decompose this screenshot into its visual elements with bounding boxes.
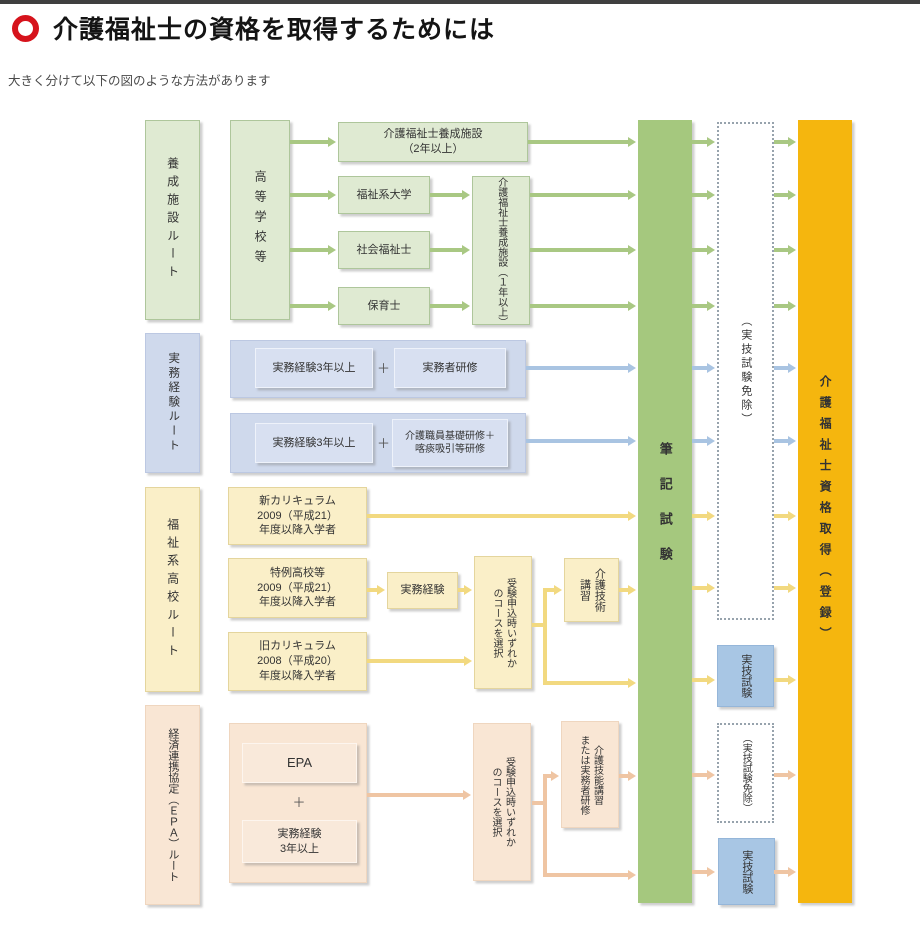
- flow-arrow: [290, 137, 336, 147]
- flow-arrow: [774, 301, 796, 311]
- section-marker-icon: [12, 14, 39, 42]
- box-social-worker: 社会福祉士: [338, 231, 430, 269]
- flow-arrow: [430, 245, 470, 255]
- box-practical-exempt-top: （実技試験免除）: [717, 122, 774, 620]
- flow-arrow: [290, 190, 336, 200]
- box-practical-exam-2: 実技試験: [718, 838, 775, 905]
- flow-arrow: [290, 245, 336, 255]
- plus-sign-2: ＋: [376, 436, 390, 451]
- page-title: 介護福祉士の資格を取得するためには: [53, 16, 496, 44]
- flow-arrow: [367, 585, 385, 595]
- flow-arrow: [774, 190, 796, 200]
- box-tokurei-highschool: 特例高校等 2009（平成21） 年度以降入学者: [228, 558, 367, 618]
- box-training-facility-2y: 介護福祉士養成施設 （2年以上）: [338, 122, 528, 162]
- flow-arrow: [619, 771, 636, 781]
- flow-arrow: [619, 585, 636, 595]
- flow-arrow: [528, 137, 636, 147]
- box-old-curriculum: 旧カリキュラム 2008（平成20） 年度以降入学者: [228, 632, 367, 691]
- bar-qualification: 介護福祉士資格取得（登録）: [798, 120, 852, 903]
- box-course-select-epa: 受験申込時いずれか のコースを選択: [473, 723, 531, 881]
- box-work-experience: 実務経験: [387, 572, 458, 609]
- flow-arrow: [774, 436, 796, 446]
- flow-arrow: [692, 190, 715, 200]
- box-basic-training: 介護職員基礎研修＋ 喀痰吸引等研修: [392, 419, 508, 467]
- box-work-exp-3y-1: 実務経験3年以上: [255, 348, 373, 388]
- box-new-curriculum: 新カリキュラム 2009（平成21） 年度以降入学者: [228, 487, 367, 545]
- box-epa: EPA: [242, 743, 357, 783]
- label-jitsumu-route: 実務経験ルート: [145, 333, 200, 473]
- flow-arrow: [290, 301, 336, 311]
- page-header: 介護福祉士の資格を取得するためには: [12, 10, 495, 46]
- flow-arrow: [774, 675, 796, 685]
- flow-arrow: [692, 867, 715, 877]
- flow-arrow: [530, 301, 636, 311]
- box-highschool: 高等学校等: [230, 120, 290, 320]
- flow-arrow: [692, 137, 715, 147]
- box-training-facility-1y: 介護福祉士養成施設（１年以上）: [472, 176, 530, 327]
- box-care-skill-course: 介護技術 講習: [564, 558, 619, 622]
- flow-arrow: [545, 771, 559, 781]
- box-care-skill-or-training: 介護技能講習 または実務者研修: [561, 721, 619, 828]
- flow-arrow: [545, 870, 636, 880]
- flow-arrow: [367, 790, 471, 800]
- box-practical-exempt-bottom: （実技試験免除）: [717, 723, 774, 823]
- flow-arrow: [692, 363, 715, 373]
- box-nursery-teacher: 保育士: [338, 287, 430, 325]
- flow-arrow: [774, 245, 796, 255]
- flow-arrow: [774, 770, 796, 780]
- flow-arrow: [692, 301, 715, 311]
- plus-sign-epa: ＋: [292, 794, 306, 810]
- flow-arrow: [692, 436, 715, 446]
- flow-arrow: [367, 511, 636, 521]
- flow-connector: [543, 774, 547, 877]
- label-fukushi-route: 福祉系高校ルート: [145, 487, 200, 692]
- box-practitioner-training: 実務者研修: [394, 348, 506, 388]
- flow-arrow: [367, 656, 472, 666]
- flow-arrow: [458, 585, 472, 595]
- flow-arrow: [430, 301, 470, 311]
- flow-arrow: [774, 583, 796, 593]
- top-border: [0, 0, 920, 4]
- box-work-exp-3y-2: 実務経験3年以上: [255, 423, 373, 463]
- flow-arrow: [545, 585, 562, 595]
- flow-arrow: [545, 678, 636, 688]
- page-subtitle: 大きく分けて以下の図のような方法があります: [8, 74, 271, 88]
- flow-arrow: [774, 867, 796, 877]
- flow-arrow: [526, 436, 636, 446]
- flow-arrow: [692, 511, 715, 521]
- flow-connector: [543, 588, 547, 685]
- flow-arrow: [692, 675, 715, 685]
- flow-arrow: [774, 137, 796, 147]
- flow-arrow: [692, 770, 715, 780]
- flow-arrow: [774, 511, 796, 521]
- box-course-select-fukushi: 受験申込時いずれか のコースを選択: [474, 556, 532, 689]
- flow-arrow: [530, 190, 636, 200]
- flow-arrow: [526, 363, 636, 373]
- box-epa-work-exp: 実務経験 3年以上: [242, 820, 357, 863]
- label-yosei-route: 養成施設ルート: [145, 120, 200, 320]
- flow-arrow: [430, 190, 470, 200]
- box-practical-exam-1: 実技試験: [717, 645, 774, 707]
- plus-sign-1: ＋: [376, 361, 390, 376]
- flow-arrow: [774, 363, 796, 373]
- flow-arrow: [692, 583, 715, 593]
- bar-written-exam: 筆記試験: [638, 120, 692, 903]
- flow-arrow: [692, 245, 715, 255]
- flow-connector: [532, 623, 545, 627]
- flow-arrow: [530, 245, 636, 255]
- label-epa-route: 経済連携協定（ＥＰＡ）ルート: [145, 705, 200, 905]
- flow-connector: [532, 801, 545, 805]
- box-welfare-university: 福祉系大学: [338, 176, 430, 214]
